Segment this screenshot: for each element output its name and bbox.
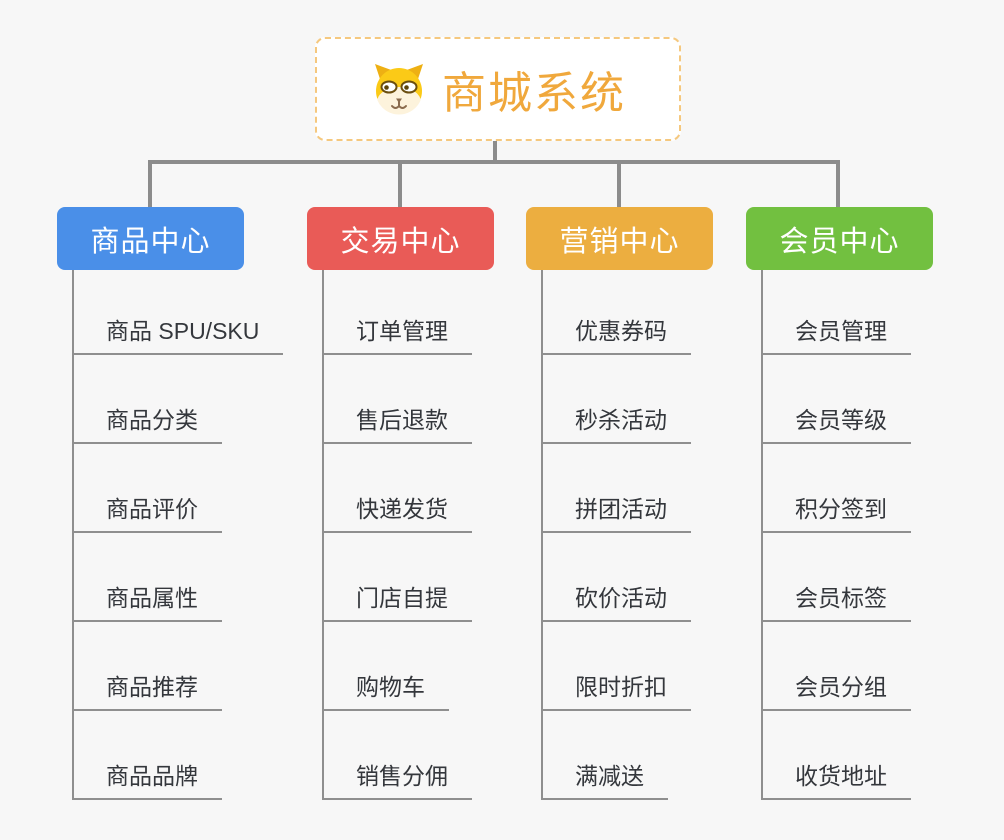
leaf-node[interactable]: 收货地址 (761, 761, 911, 800)
leaf-node[interactable]: 满减送 (541, 761, 668, 800)
branch-node-trade-center[interactable]: 交易中心 (307, 207, 494, 270)
leaf-node[interactable]: 积分签到 (761, 494, 911, 533)
leaf-column-member: 会员管理 会员等级 积分签到 会员标签 会员分组 收货地址 (761, 270, 911, 800)
branch-node-member-center[interactable]: 会员中心 (746, 207, 933, 270)
leaf-node[interactable]: 秒杀活动 (541, 405, 691, 444)
connector-root-stem (493, 139, 497, 164)
leaf-node[interactable]: 商品品牌 (72, 761, 222, 800)
leaf-node[interactable]: 商品 SPU/SKU (72, 316, 284, 355)
branch-label: 营销中心 (559, 225, 680, 258)
leaf-node[interactable]: 商品属性 (72, 583, 222, 622)
leaf-node[interactable]: 拼团活动 (541, 494, 691, 533)
connector-drop-trade (398, 160, 402, 207)
dog-face-icon (370, 62, 428, 116)
leaf-node[interactable]: 门店自提 (322, 583, 472, 622)
leaf-node[interactable]: 快递发货 (322, 494, 472, 533)
leaf-node[interactable]: 商品评价 (72, 494, 222, 533)
connector-drop-marketing (617, 160, 621, 207)
branch-node-product-center[interactable]: 商品中心 (57, 207, 244, 270)
root-node[interactable]: 商城系统 (315, 37, 681, 141)
leaf-column-marketing: 优惠券码 秒杀活动 拼团活动 砍价活动 限时折扣 满减送 (541, 270, 691, 800)
connector-spine-product (72, 270, 74, 800)
branch-label: 交易中心 (340, 225, 461, 258)
leaf-node[interactable]: 限时折扣 (541, 672, 691, 711)
leaf-column-product: 商品 SPU/SKU 商品分类 商品评价 商品属性 商品推荐 商品品牌 (72, 270, 284, 800)
connector-spine-marketing (541, 270, 543, 800)
branch-label: 商品中心 (90, 225, 211, 258)
leaf-node[interactable]: 商品推荐 (72, 672, 222, 711)
leaf-node[interactable]: 优惠券码 (541, 316, 691, 355)
connector-spine-member (761, 270, 763, 800)
branch-node-marketing-center[interactable]: 营销中心 (526, 207, 713, 270)
leaf-node[interactable]: 会员等级 (761, 405, 911, 444)
leaf-node[interactable]: 订单管理 (322, 316, 472, 355)
leaf-node[interactable]: 购物车 (322, 672, 449, 711)
leaf-node[interactable]: 销售分佣 (322, 761, 472, 800)
root-title: 商城系统 (442, 69, 626, 118)
leaf-node[interactable]: 砍价活动 (541, 583, 691, 622)
leaf-node[interactable]: 售后退款 (322, 405, 472, 444)
leaf-node[interactable]: 会员管理 (761, 316, 911, 355)
leaf-node[interactable]: 商品分类 (72, 405, 222, 444)
leaf-node[interactable]: 会员分组 (761, 672, 911, 711)
connector-spine-trade (322, 270, 324, 800)
connector-bus (148, 160, 840, 207)
leaf-column-trade: 订单管理 售后退款 快递发货 门店自提 购物车 销售分佣 (322, 270, 472, 800)
leaf-node[interactable]: 会员标签 (761, 583, 911, 622)
branch-label: 会员中心 (779, 225, 900, 258)
